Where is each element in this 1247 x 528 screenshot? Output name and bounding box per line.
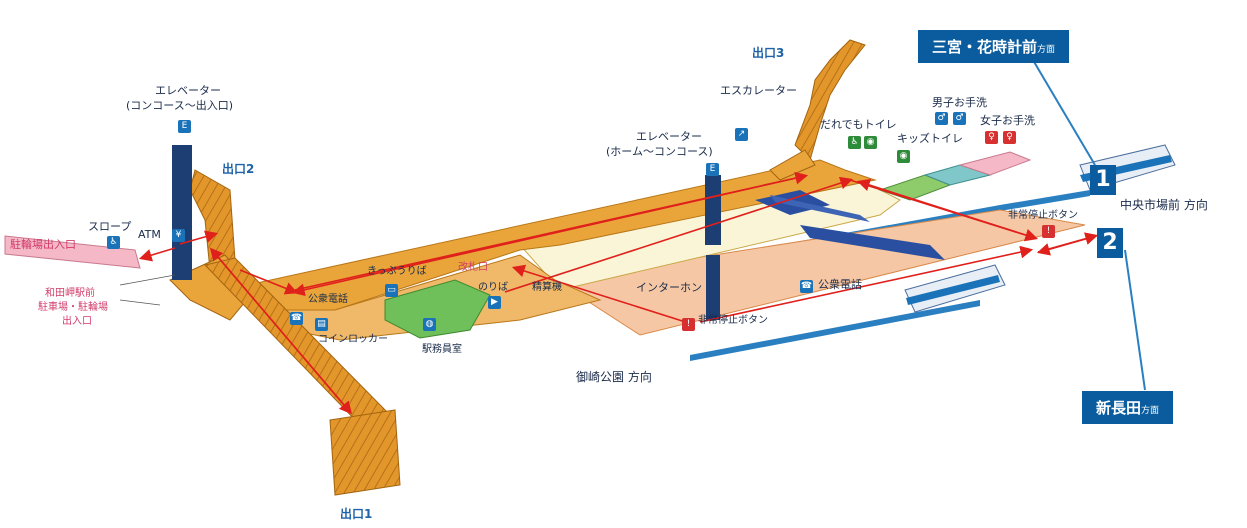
label-bike-entrance: 駐輪場出入口: [10, 238, 76, 251]
exit3-stairs: [794, 39, 866, 161]
pointer-sannomiya: [1029, 54, 1096, 166]
station-office-icon: ◍: [423, 318, 436, 331]
elevator-pillar-low: [706, 255, 720, 320]
label-elevator-top: エレベーター: [155, 84, 221, 97]
label-wadamisaki-2: 駐車場・駐輪場: [38, 302, 108, 313]
escalator-icon: ↗: [735, 128, 748, 141]
pointer-shinnagata: [1124, 249, 1146, 391]
leader-lines: [119, 274, 176, 306]
platform-1-marker: 1: [1090, 165, 1116, 195]
label-station-office: 駅務員室: [422, 344, 462, 355]
label-intercom: インターホン: [636, 281, 702, 294]
elevator-icon: E: [178, 120, 191, 133]
label-elevator-top-sub: (コンコース〜出入口): [126, 99, 234, 112]
label-noriba: のりば: [478, 282, 508, 293]
label-emergency-left: 非常停止ボタン: [698, 315, 768, 326]
label-exit1: 出口1: [340, 507, 373, 521]
label-payphone-right: 公衆電話: [818, 278, 862, 291]
label-womens-toilet: 女子お手洗: [980, 114, 1035, 127]
label-entrance-mark: 改札口: [458, 262, 488, 273]
label-seisan: 精算機: [532, 282, 562, 293]
banner-shinnagata-text: 新長田: [1096, 399, 1142, 417]
noriba-icon: ▶: [488, 296, 501, 309]
emergency-stop-icon-left: !: [682, 318, 695, 331]
direction-chuoichiba: 中央市場前 方向: [1120, 198, 1208, 212]
emergency-stop-icon-right: !: [1042, 225, 1055, 238]
label-exit3: 出口3: [752, 46, 785, 60]
label-wadamisaki-3: 出入口: [62, 316, 92, 327]
label-mens-toilet: 男子お手洗: [932, 96, 987, 109]
elevator-pillar-mid: [705, 175, 721, 245]
banner-sannomiya: 三宮・花時計前方面: [918, 30, 1070, 63]
kids-toilet-icon: ◉: [897, 150, 910, 163]
escalator-graphic: [755, 190, 945, 260]
label-slope: スロープ: [88, 220, 132, 233]
mens-toilet-icon-2: ♂: [953, 112, 966, 125]
label-escalator: エスカレーター: [720, 84, 797, 97]
banner-shinnagata: 新長田方面: [1082, 391, 1174, 424]
label-dare-toilet: だれでもトイレ: [820, 118, 897, 131]
direction-misaki: 御崎公園 方向: [576, 370, 652, 384]
accessible-toilet-icon-2: ◉: [864, 136, 877, 149]
platform-2-marker: 2: [1097, 228, 1123, 258]
elevator-pillar-left: [172, 145, 192, 280]
bike-ramp: [4, 235, 141, 269]
label-exit2: 出口2: [222, 162, 255, 176]
elevator-icon-mid: E: [706, 163, 719, 176]
payphone-icon-right: ☎: [800, 280, 813, 293]
label-emergency-right: 非常停止ボタン: [1008, 210, 1078, 221]
label-wadamisaki-1: 和田岬駅前: [45, 288, 95, 299]
toilet-zone-pink: [958, 151, 1032, 176]
coin-locker-icon: ▤: [315, 318, 328, 331]
station-office-zone: [384, 279, 491, 339]
womens-toilet-icon: ♀: [985, 131, 998, 144]
atm-icon: ¥: [172, 229, 185, 242]
label-coin-locker: コインロッカー: [318, 334, 388, 345]
route-arrows: [138, 171, 1111, 415]
exit3-connector: [769, 149, 816, 181]
womens-toilet-icon-2: ♀: [1003, 131, 1016, 144]
label-kids-toilet: キッズトイレ: [897, 132, 963, 145]
exit2-stairs: [189, 169, 236, 271]
accessible-toilet-icon: ♿: [848, 136, 861, 149]
label-ticket: きっぷうりば: [367, 266, 427, 277]
banner-shinnagata-suffix: 方面: [1141, 406, 1160, 416]
label-elevator-mid-sub: (ホーム〜コンコース): [606, 145, 713, 158]
wheelchair-icon: ♿: [107, 236, 120, 249]
label-atm: ATM: [138, 228, 161, 241]
train-bottom: [904, 264, 1006, 313]
banner-sannomiya-suffix: 方面: [1037, 45, 1056, 55]
mens-toilet-icon: ♂: [935, 112, 948, 125]
payphone-icon-left: ☎: [290, 312, 303, 325]
exit1-landing: [329, 409, 401, 496]
banner-sannomiya-text: 三宮・花時計前: [932, 38, 1038, 56]
label-payphone-left: 公衆電話: [308, 294, 348, 305]
label-elevator-mid: エレベーター: [636, 130, 702, 143]
ticket-icon: ▭: [385, 284, 398, 297]
